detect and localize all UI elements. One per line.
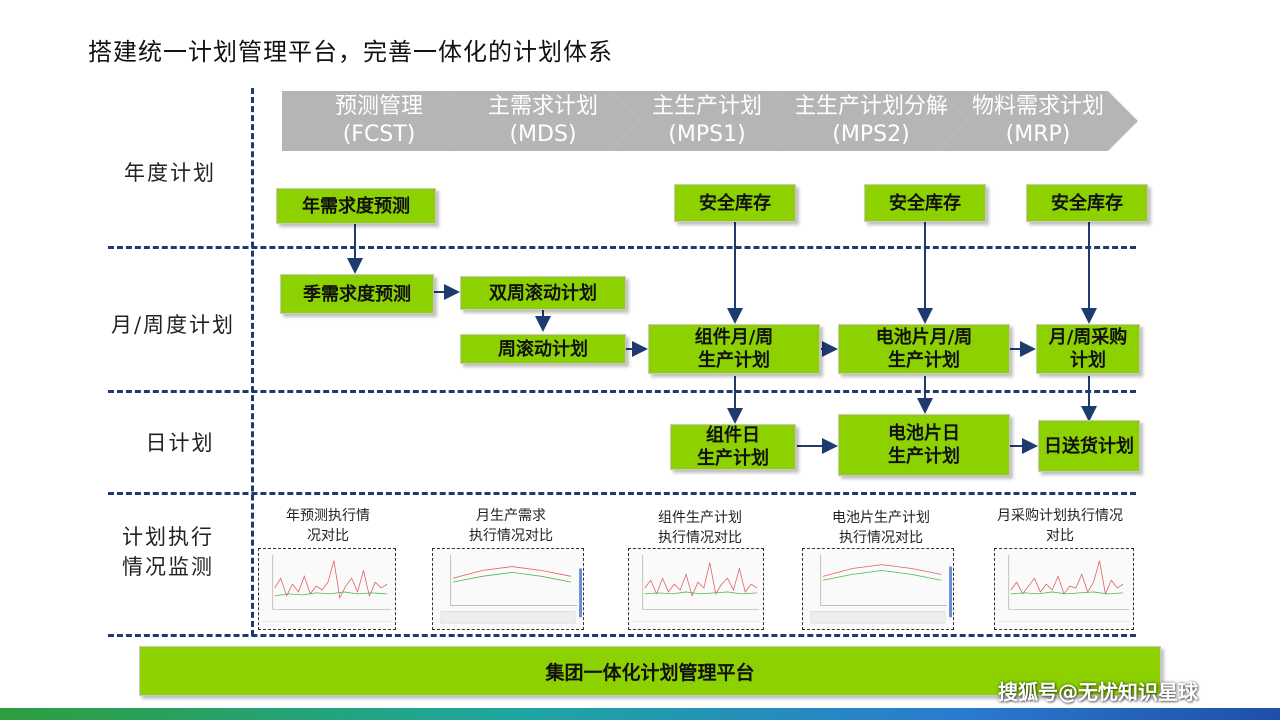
monitor-chart-thumbnail [994,548,1134,630]
phase-code: (MDS) [509,122,577,147]
phase-chevron-mrp: 物料需求计划 (MRP) [938,91,1138,151]
phase-chevron-mps1: 主生产计划 (MPS1) [610,91,804,151]
lane-label-annual: 年度计划 [124,161,216,185]
box-module-monthly-plan: 组件月/周 生产计划 [648,324,820,374]
phase-code: (MPS2) [832,122,910,147]
phase-code: (FCST) [342,122,416,147]
phase-name: 物料需求计划 [971,94,1104,119]
box-delivery-daily-plan: 日送货计划 [1038,420,1140,472]
box-safety-stock: 安全库存 [864,184,986,222]
platform-bar: 集团一体化计划管理平台 [139,646,1161,696]
monitor-chart-thumbnail [432,548,584,630]
phase-code: (MPS1) [668,122,746,147]
page-title: 搭建统一计划管理平台，完善一体化的计划体系 [88,38,613,66]
lane-separator [108,246,1136,249]
box-annual-forecast: 年需求度预测 [276,188,436,224]
box-weekly-plan: 周滚动计划 [460,334,626,364]
box-purchase-monthly-plan: 月/周采购 计划 [1036,324,1140,374]
box-biweekly-plan: 双周滚动计划 [460,276,626,310]
monitor-caption: 电池片生产计划 执行情况对比 [832,510,930,546]
monitor-caption: 月采购计划执行情况 对比 [997,508,1123,544]
phase-chevron-mps2: 主生产计划分解 (MPS2) [774,91,968,151]
box-cell-monthly-plan: 电池片月/周 生产计划 [838,324,1010,374]
monitor-chart-thumbnail [802,548,954,630]
box-module-daily-plan: 组件日 生产计划 [670,424,796,470]
monitor-chart-thumbnail [628,548,764,630]
lane-label-daily: 日计划 [145,431,215,455]
lane-label-monitor: 计划执行 情况监测 [122,525,214,579]
box-safety-stock: 安全库存 [674,184,796,222]
monitor-caption: 年预测执行情 况对比 [286,508,370,544]
lane-separator [108,390,1136,393]
phase-chevron-mds: 主需求计划 (MDS) [446,91,640,151]
footer-gradient-bar [0,708,1280,720]
lane-separator [108,634,1136,637]
phase-name: 预测管理 [334,94,423,119]
phase-name: 主需求计划 [487,94,598,119]
phase-chevron-fcst: 预测管理 (FCST) [282,91,476,151]
lane-vertical-separator [251,88,254,636]
monitor-chart-thumbnail [258,548,396,630]
box-cell-daily-plan: 电池片日 生产计划 [838,414,1010,476]
watermark: 搜狐号@无忧知识星球 [998,680,1198,704]
box-safety-stock: 安全库存 [1026,184,1148,222]
phase-name: 主生产计划 [651,94,762,119]
monitor-caption: 月生产需求 执行情况对比 [469,508,553,544]
box-quarter-forecast: 季需求度预测 [280,274,434,314]
lane-separator [108,492,1136,495]
lane-label-monthly: 月/周度计划 [110,313,236,337]
monitor-caption: 组件生产计划 执行情况对比 [658,510,742,546]
phase-code: (MRP) [1005,122,1071,147]
phase-name: 主生产计划分解 [793,94,948,119]
